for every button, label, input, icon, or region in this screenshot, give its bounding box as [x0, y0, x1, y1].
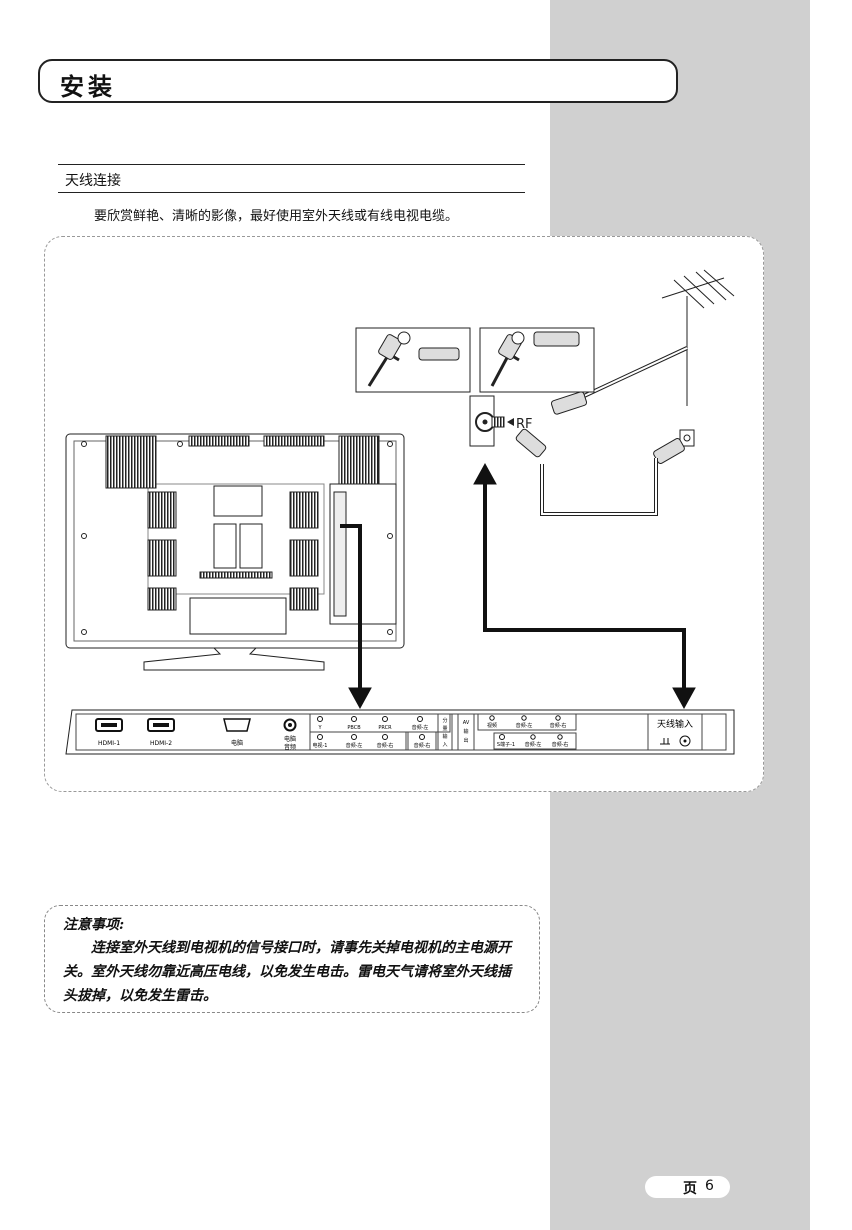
av-out-char-3: 出 [463, 737, 468, 744]
wall-outlet-icon [653, 429, 695, 464]
audio-left-top-label: 音频-左 [412, 724, 429, 731]
connector-inset-1 [355, 327, 471, 393]
video1-label: 电视-1 [313, 742, 328, 749]
roof-antenna-icon [661, 269, 735, 406]
out2-audio-left-label: 音频-左 [525, 741, 542, 748]
pc-label: 电脑 [231, 739, 243, 747]
audio-right-2-label: 音频-右 [414, 742, 431, 749]
component-in-char-2: 量 [442, 725, 447, 732]
page-label: 页 [683, 1181, 697, 1197]
component-in-char-3: 输 [442, 733, 447, 740]
rf-socket-detail: RF [469, 395, 533, 447]
rf-label: RF [516, 417, 533, 432]
out-audio-right-label: 音频-右 [550, 722, 567, 729]
connector-inset-2 [479, 327, 595, 393]
av-out-char-2: 输 [463, 728, 468, 735]
connection-arrows [340, 462, 696, 710]
hdmi2-port-icon: HDMI-2 [147, 718, 175, 747]
section-rule-top [58, 164, 525, 165]
page-title: 安装 [60, 72, 116, 101]
component-in-char-1: 分 [442, 717, 447, 724]
antenna-connection-diagram: RF [65, 269, 735, 755]
antenna-input-label: 天线输入 [657, 718, 693, 730]
av-out-char-1: AV [463, 720, 470, 726]
pc-audio-label-2: 音频 [284, 743, 296, 751]
out-audio-left-label: 音频-左 [516, 722, 533, 729]
antenna-input-icon: 天线输入 [647, 713, 703, 751]
audio-right-bottom-label: 音频-右 [377, 742, 394, 749]
section-title: 天线连接 [65, 173, 121, 189]
connector-panel: HDMI-1 HDMI-2 电脑 电脑 音频 Y PBCB PRCR 音频-左 [65, 709, 735, 755]
pbcb-label: PBCB [347, 725, 361, 731]
out-video-label: 视频 [487, 722, 497, 729]
section-rule-bottom [58, 192, 525, 193]
component-in-char-4: 入 [442, 742, 447, 748]
intro-text: 要欣赏鲜艳、清晰的影像，最好使用室外天线或有线电视电缆。 [94, 209, 459, 224]
note-body: 连接室外天线到电视机的信号接口时，请事先关掉电视机的主电源开关。室外天线勿靠近高… [63, 940, 511, 1004]
pc-audio-label-1: 电脑 [284, 735, 296, 743]
s-video-label: S端子-1 [497, 741, 515, 748]
hdmi2-label: HDMI-2 [150, 740, 172, 747]
title-box: 安装 [38, 59, 678, 103]
note-title: 注意事项: [63, 917, 125, 933]
prcr-label: PRCR [378, 725, 392, 731]
hdmi1-label: HDMI-1 [98, 740, 120, 747]
hdmi1-port-icon: HDMI-1 [95, 718, 123, 747]
note-box: 注意事项: 连接室外天线到电视机的信号接口时，请事先关掉电视机的主电源开关。室外… [44, 905, 540, 1013]
antenna-cable [550, 346, 688, 415]
page-number-badge: 页 6 [645, 1176, 730, 1198]
out2-audio-right-label: 音频-右 [552, 741, 569, 748]
wall-cable [515, 428, 658, 516]
audio-left-bottom-label: 音频-左 [346, 742, 363, 749]
tv-rear-view [65, 433, 405, 671]
pc-audio-jack-icon: 电脑 音频 [283, 718, 297, 751]
y-label: Y [317, 725, 322, 731]
pc-port-icon: 电脑 [223, 718, 251, 747]
page-number: 6 [705, 1178, 714, 1194]
